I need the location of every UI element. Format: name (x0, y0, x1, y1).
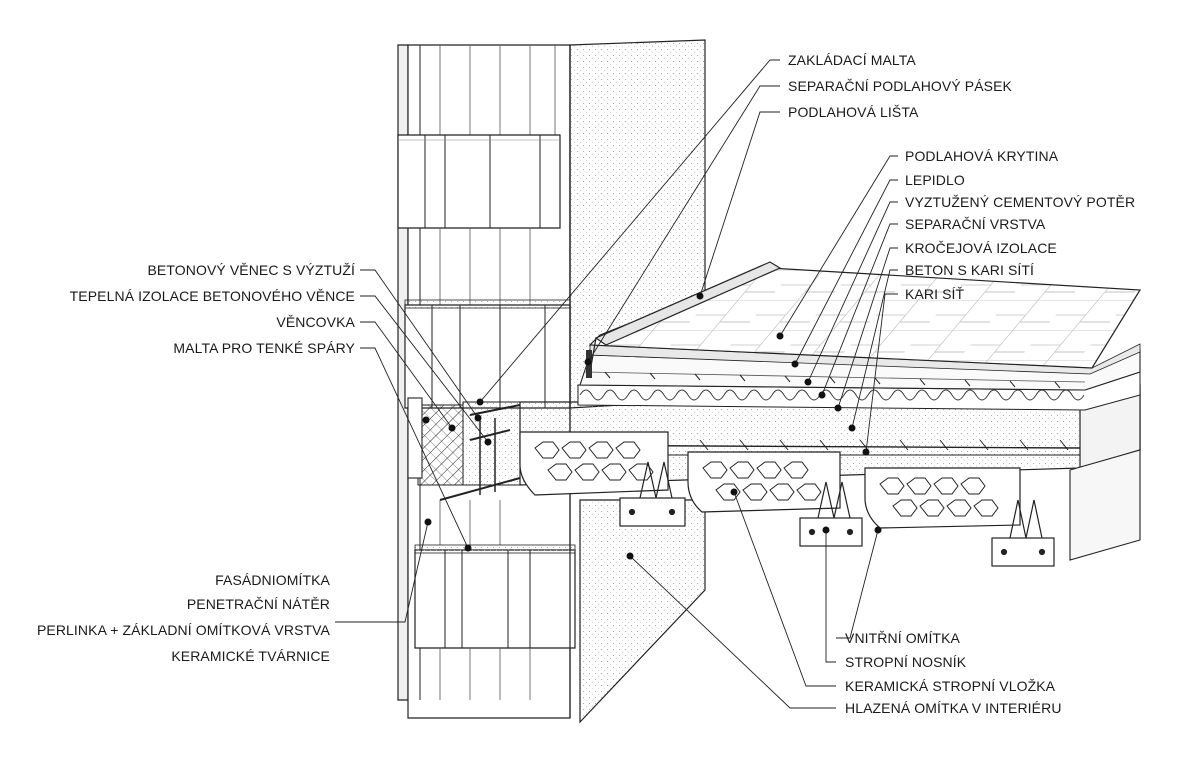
label-tepelna-izolace: TEPELNÁ IZOLACE BETONOVÉHO VĚNCE (69, 288, 355, 304)
floor-layers (579, 261, 1142, 391)
leader-lines (335, 59, 898, 709)
leader-dots (422, 292, 882, 560)
ceiling-joists (619, 461, 1055, 567)
label-stropni-vlozka: KERAMICKÁ STROPNÍ VLOŽKA (845, 678, 1056, 694)
masonry-wall (397, 44, 576, 719)
label-stropni-nosnik: STROPNÍ NOSNÍK (845, 654, 967, 670)
label-krocejova: KROČEJOVÁ IZOLACE (905, 240, 1057, 256)
label-hlazena-omitka: HLAZENÁ OMÍTKA V INTERIÉRU (845, 700, 1062, 716)
label-malta-tenke: MALTA PRO TENKÉ SPÁRY (173, 340, 355, 356)
label-podlahova-krytina: PODLAHOVÁ KRYTINA (905, 148, 1059, 164)
label-kari-sit: KARI SÍŤ (905, 286, 965, 302)
label-beton-kari: BETON S KARI SÍTÍ (905, 262, 1035, 278)
label-keramicke-tvarnice: KERAMICKÉ TVÁRNICE (171, 648, 330, 664)
label-penetracni: PENETRAČNÍ NÁTĚR (186, 596, 330, 612)
label-separacni-pasek: SEPARAČNÍ PODLAHOVÝ PÁSEK (788, 78, 1012, 94)
label-podlahova-lista: PODLAHOVÁ LIŠTA (788, 104, 919, 120)
label-zakladaci-malta: ZAKLÁDACÍ MALTA (788, 52, 916, 68)
ring-beam (407, 397, 521, 501)
label-poter: VYZTUŽENÝ CEMENTOVÝ POTĚR (905, 194, 1136, 210)
label-fasadni: FASÁDNIOMÍTKA (215, 572, 330, 588)
label-vencovka: VĚNCOVKA (276, 314, 355, 330)
label-separacni-vrstva: SEPARAČNÍ VRSTVA (905, 216, 1046, 232)
label-lepidlo: LEPIDLO (905, 172, 965, 188)
label-vnitrni-omitka: VNITŘNÍ OMÍTKA (845, 630, 960, 646)
ceramic-infill-blocks (519, 431, 1021, 529)
label-venec: BETONOVÝ VĚNEC S VÝZTUŽÍ (147, 262, 355, 278)
label-perlinka: PERLINKA + ZÁKLADNÍ OMÍTKOVÁ VRSTVA (36, 622, 330, 638)
